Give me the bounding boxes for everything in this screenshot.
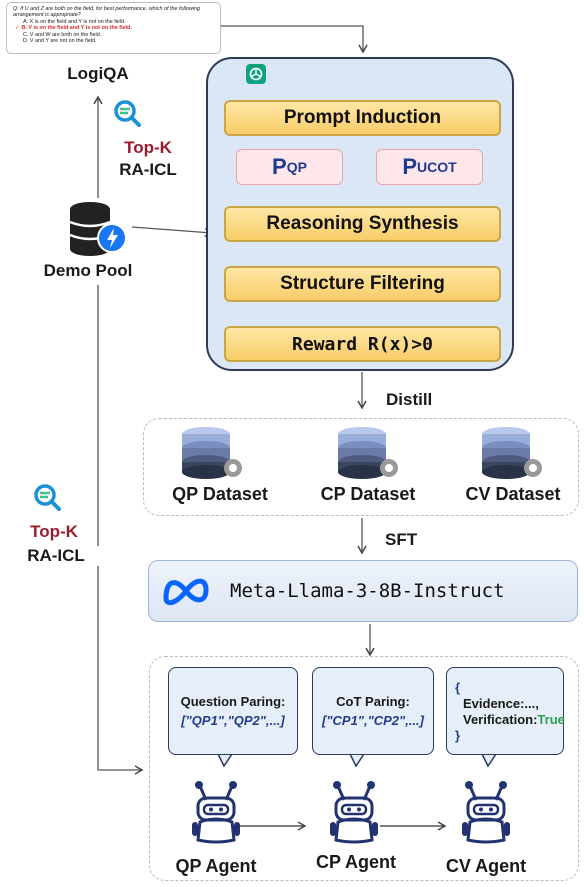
topk-label-lower: Top-K	[30, 522, 78, 541]
logiqa-label: LogiQA	[67, 64, 129, 83]
p-ucot-sub: UCOT	[417, 159, 457, 175]
agents-group	[149, 656, 579, 881]
distill-label: Distill	[386, 390, 433, 409]
cv-verification-line: Verification:True	[455, 712, 565, 728]
qp-bubble-title: Question Paring:	[180, 694, 286, 709]
cv-agent-label: CV Agent	[445, 856, 527, 876]
reasoning-synthesis-step: Reasoning Synthesis	[224, 206, 501, 242]
model-box	[148, 560, 578, 622]
qp-robot-icon	[192, 781, 240, 844]
cp-robot-icon	[330, 781, 378, 844]
search-icon	[114, 100, 141, 127]
pool-to-agents-arrow	[97, 285, 144, 775]
database-icon	[69, 202, 127, 256]
qp-bubble: Question Paring: ["QP1","QP2",...]	[168, 667, 298, 755]
topk-label-top: Top-K	[124, 138, 172, 157]
option-b-text: B. V is on the field and Y is not on the…	[21, 25, 132, 32]
model-name: Meta-Llama-3-8B-Instruct	[230, 580, 505, 602]
p-ucot-main: P	[402, 154, 417, 179]
cp-agent-label: CP Agent	[315, 852, 396, 872]
qp-dataset-icon	[182, 427, 242, 479]
structure-filtering-step: Structure Filtering	[224, 266, 501, 302]
qp-agent-label: QP Agent	[175, 856, 257, 876]
search-icon-lower	[34, 484, 61, 511]
raicl-label-lower: RA-ICL	[6, 546, 106, 566]
openai-icon	[246, 64, 266, 84]
option-d: D. V and Y are not on the field.	[23, 38, 97, 45]
check-icon: ✓	[15, 25, 20, 32]
option-c: C. V and W are both on the field.	[23, 31, 102, 38]
prompt-induction-step: Prompt Induction	[224, 100, 501, 136]
cv-dataset-label: CV Dataset	[465, 484, 561, 504]
qp-dataset-label: QP Dataset	[172, 484, 268, 504]
cp-bubble-value: ["CP1","CP2",...]	[322, 713, 424, 728]
cp-bubble-title: CoT Paring:	[336, 694, 410, 709]
option-b: ✓B. V is on the field and Y is not on th…	[13, 25, 214, 31]
sft-label: SFT	[385, 530, 418, 549]
cv-dataset-icon	[482, 427, 542, 479]
cv-open-brace: {	[455, 680, 461, 695]
dataset-group	[143, 418, 579, 516]
reward-step: Reward R(x)>0	[224, 326, 501, 362]
card-to-panel-arrow	[221, 25, 368, 54]
cv-verification-key: Verification:	[463, 712, 538, 727]
demo-pool-label: Demo Pool	[43, 261, 133, 280]
cv-evidence: Evidence:...,	[463, 696, 539, 711]
option-a: A. X is on the field and Y is not on the…	[23, 18, 126, 25]
cv-robot-icon	[462, 781, 510, 844]
p-qp-main: P	[272, 154, 287, 179]
p-qp-sub: QP	[286, 159, 307, 175]
cv-close-brace: }	[455, 728, 461, 743]
question-card: Q: If U and Z are both on the field, for…	[6, 2, 221, 54]
question-text: Q: If U and Z are both on the field, for…	[13, 6, 200, 19]
cp-dataset-icon	[338, 427, 398, 479]
cv-true-value: True	[537, 712, 565, 727]
cp-bubble: CoT Paring: ["CP1","CP2",...]	[312, 667, 434, 755]
pool-to-panel-arrow	[131, 226, 214, 238]
raicl-label-top: RA-ICL	[119, 160, 177, 179]
qp-bubble-value: ["QP1","QP2",...]	[181, 713, 285, 728]
cv-bubble: { Evidence:..., Verification:True }	[446, 667, 565, 755]
meta-logo-icon	[163, 578, 209, 606]
cp-dataset-label: CP Dataset	[320, 484, 416, 504]
